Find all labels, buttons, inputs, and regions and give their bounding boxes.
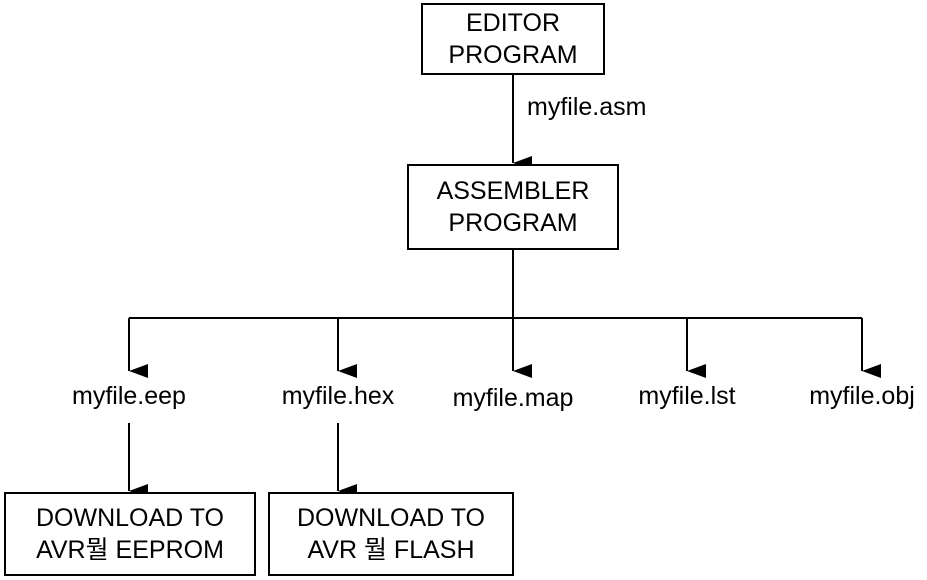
editor-box-line-2: PROGRAM (448, 41, 578, 69)
download-eeprom-box: DOWNLOAD TO AVR뭘 EEPROM (4, 492, 256, 576)
download-flash-box: DOWNLOAD TO AVR 뭘 FLASH (268, 492, 514, 576)
flash-box-line-1: DOWNLOAD TO (297, 504, 485, 532)
assembler-box-line-2: PROGRAM (448, 209, 578, 237)
output-file-lst: myfile.lst (638, 382, 736, 410)
flash-box-line-2: AVR 뭘 FLASH (307, 536, 475, 564)
output-file-eep: myfile.eep (72, 382, 186, 410)
editor-box-line-1: EDITOR (466, 9, 560, 37)
output-file-map: myfile.map (452, 384, 574, 412)
editor-program-box: EDITOR PROGRAM (421, 3, 605, 75)
source-file-label: myfile.asm (527, 93, 647, 121)
eeprom-box-line-2: AVR뭘 EEPROM (36, 536, 224, 564)
eeprom-box-line-1: DOWNLOAD TO (36, 504, 224, 532)
assembler-program-box: ASSEMBLER PROGRAM (407, 164, 619, 250)
output-file-obj: myfile.obj (809, 382, 915, 410)
output-file-hex: myfile.hex (281, 382, 395, 410)
assembler-box-line-1: ASSEMBLER (436, 177, 590, 205)
